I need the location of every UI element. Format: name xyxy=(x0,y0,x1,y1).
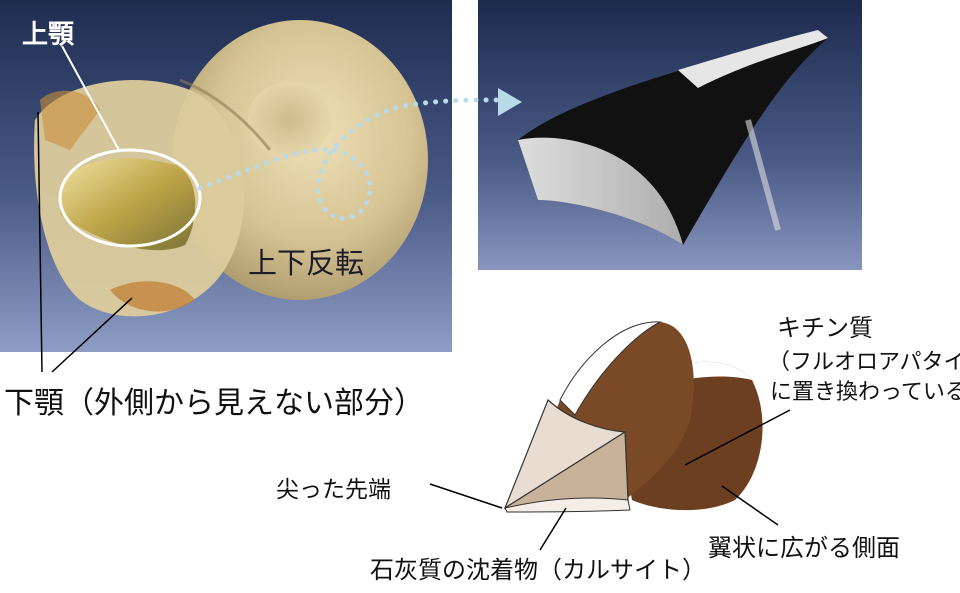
label-wing: 翼状に広がる側面 xyxy=(708,528,900,563)
label-chitin-note-2: に置き換わっている） xyxy=(770,374,960,406)
lower-jaw-line-1 xyxy=(38,112,42,372)
tip-line xyxy=(430,484,502,508)
label-chitin-note-1: （フルオロアパタイト xyxy=(768,344,960,376)
calcite-line xyxy=(540,508,566,550)
lower-jaw-line-2 xyxy=(52,298,132,372)
wing-line xyxy=(722,486,778,525)
label-upper-jaw: 上顎 xyxy=(22,14,74,51)
label-tip: 尖った先端 xyxy=(276,470,391,504)
flip-arrow-path xyxy=(200,100,500,218)
flip-arrow-head xyxy=(498,88,522,116)
label-chitin: キチン質 xyxy=(777,308,873,343)
jaw-cone-illustration xyxy=(505,322,763,512)
label-lower-jaw: 下顎（外側から見えない部分） xyxy=(4,378,424,422)
label-flip: 上下反転 xyxy=(248,240,364,282)
label-calcite: 石灰質の沈着物（カルサイト） xyxy=(370,550,706,585)
